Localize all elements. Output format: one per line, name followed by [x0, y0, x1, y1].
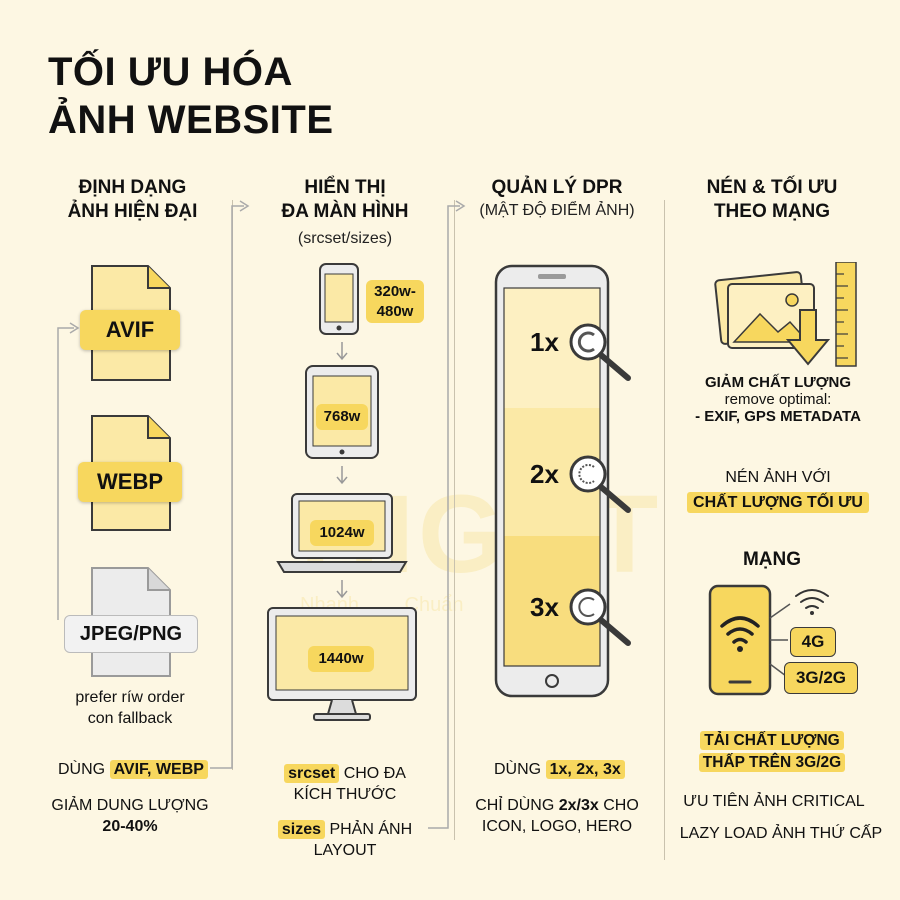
col4-heading-line1: NÉN & TỐI ƯU — [706, 177, 838, 198]
format-webp-badge: WEBP — [78, 462, 182, 502]
col1-heading-line2: ẢNH HIỆN ĐẠI — [67, 200, 198, 222]
col2-heading: HIỂN THỊ ĐA MÀN HÌNH — [250, 176, 440, 224]
sizes-highlight: sizes — [277, 820, 325, 839]
fallback-note-line1: prefer ríw order — [75, 689, 185, 706]
exif-text: - EXIF, GPS METADATA — [695, 408, 861, 425]
compress-line1: NÉN ẢNH VỚI — [725, 469, 831, 486]
srcset-highlight: srcset — [284, 764, 340, 783]
network-heading: MẠNG — [742, 549, 802, 570]
device-label-laptop: 1024w — [310, 520, 374, 546]
format-avif-badge: AVIF — [80, 310, 180, 350]
page-title: TỐI ƯU HÓA ẢNH WEBSITE — [48, 52, 334, 140]
phone-icon — [319, 263, 359, 335]
remove-optimal-text: remove optimal: — [724, 391, 832, 408]
load-low-quality: TẢI CHẤT LƯỢNG THẤP TRÊN 3G/2G — [672, 730, 872, 775]
dpr-level-2x: 2x — [530, 459, 559, 489]
col1-heading-line1: ĐỊNH DẠNG — [78, 177, 187, 198]
magnifier-3x-icon — [569, 588, 631, 646]
col2-subheading: (srcset/sizes) — [297, 230, 393, 247]
divider-2 — [454, 200, 455, 840]
col1-reduce-line1: GIẢM DUNG LƯỢNG — [51, 797, 209, 814]
lazy-load-text: LAZY LOAD ẢNH THỨ CẤP — [679, 825, 883, 842]
device-label-tablet: 768w — [316, 404, 368, 430]
magnifier-1x-icon — [569, 323, 631, 381]
sizes-text: sizes PHẢN ÁNH LAYOUT — [255, 820, 435, 862]
srcset-text: srcset CHO ĐA KÍCH THƯỚC — [255, 764, 435, 806]
srcset-text-line1: CHO ĐA — [343, 765, 406, 782]
col4-heading: NÉN & TỐI ƯU THEO MẠNG — [672, 176, 872, 224]
device-label-desktop: 1440w — [308, 646, 374, 672]
network-phone-graphic — [708, 584, 829, 696]
col1-reduce-text: GIẢM DUNG LƯỢNG 20-40% — [40, 796, 220, 838]
col1-use-prefix: DÙNG — [58, 761, 106, 778]
title-line1: TỐI ƯU HÓA — [48, 50, 293, 94]
col3-use-highlight: 1x, 2x, 3x — [545, 760, 625, 779]
network-4g-badge: 4G — [790, 627, 836, 657]
dpr-level-3x: 3x — [530, 592, 559, 622]
col1-connector-arrow — [210, 200, 250, 769]
col1-use-text: DÙNG AVIF, WEBP — [58, 760, 208, 781]
device-label-phone: 320w- 480w — [366, 280, 424, 323]
col3-subheading: (MẬT ĐỘ ĐIỂM ẢNH) — [479, 202, 635, 219]
col2-heading-line2: ĐA MÀN HÌNH — [281, 200, 409, 222]
load-low-line1: TẢI CHẤT LƯỢNG — [700, 731, 844, 750]
col3-heading: QUẢN LÝ DPR — [491, 177, 623, 198]
srcset-text-line2: KÍCH THƯỚC — [293, 785, 397, 803]
col3-use-text: DÙNG 1x, 2x, 3x — [494, 760, 625, 781]
sizes-text-line1: PHẢN ÁNH — [329, 821, 413, 838]
format-jpeg-png-badge: JPEG/PNG — [64, 615, 198, 653]
dpr-phone-graphic — [494, 264, 631, 698]
fallback-note-line2: con fallback — [87, 709, 173, 727]
load-low-line2: THẤP TRÊN 3G/2G — [698, 753, 846, 773]
col2-heading-line1: HIỂN THỊ — [304, 177, 386, 198]
col4-heading-line2: THEO MẠNG — [713, 200, 831, 222]
magnifier-2x-icon — [569, 455, 631, 513]
col3-only-bold: 2x/3x — [558, 797, 599, 814]
col2-connector-arrow — [428, 200, 466, 829]
col1-heading: ĐỊNH DẠNG ẢNH HIỆN ĐẠI — [40, 176, 225, 224]
compress-image-graphic — [714, 262, 857, 367]
network-3g-2g-badge: 3G/2G — [784, 662, 858, 694]
divider-3 — [664, 200, 665, 860]
col3-only-suffix: CHO — [603, 797, 639, 814]
col3-only-text: CHỈ DÙNG 2x/3x CHO ICON, LOGO, HERO — [462, 796, 652, 838]
fallback-note: prefer ríw order con fallback — [45, 688, 215, 730]
priority-text: ƯU TIÊN ẢNH CRITICAL — [683, 793, 865, 810]
col3-only-line2: ICON, LOGO, HERO — [481, 817, 633, 835]
reduce-quality-text: GIẢM CHẤT LƯỢNG remove optimal: - EXIF, … — [678, 374, 878, 425]
col1-reduce-line2: 20-40% — [102, 817, 158, 835]
dpr-level-1x: 1x — [530, 327, 559, 357]
sizes-text-line2: LAYOUT — [313, 841, 377, 859]
compress-text: NÉN ẢNH VỚI CHẤT LƯỢNG TỐI ƯU — [678, 468, 878, 514]
col1-use-highlight: AVIF, WEBP — [109, 760, 208, 779]
reduce-quality-heading: GIẢM CHẤT LƯỢNG — [704, 374, 852, 391]
col3-use-prefix: DÙNG — [494, 761, 542, 778]
col3-only-prefix: CHỈ DÙNG — [475, 797, 555, 814]
title-line2: ẢNH WEBSITE — [48, 98, 334, 142]
compress-highlight: CHẤT LƯỢNG TỐI ƯU — [687, 491, 869, 513]
